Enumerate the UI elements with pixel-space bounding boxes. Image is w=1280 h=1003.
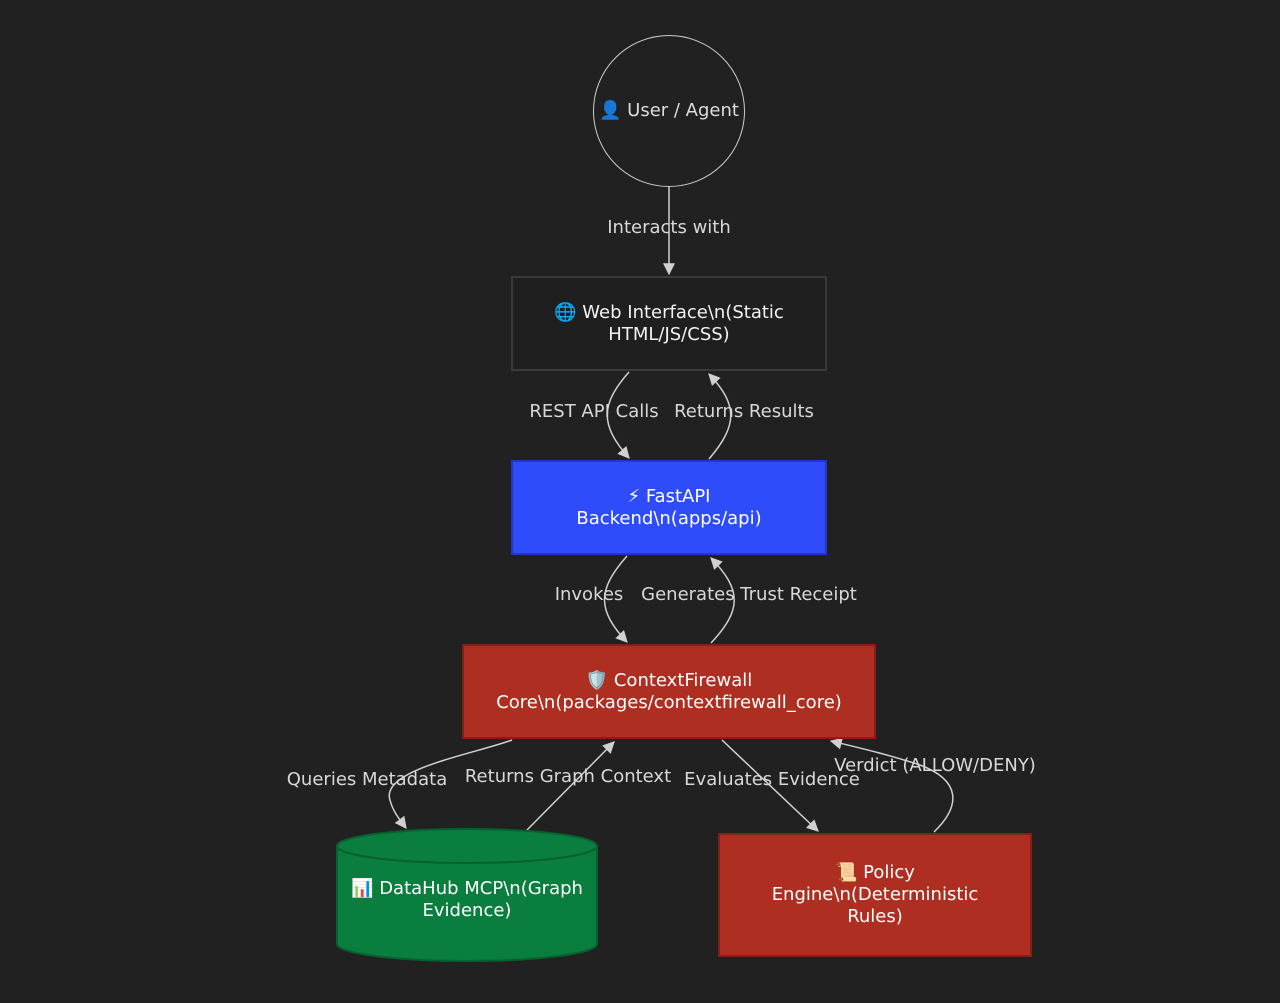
web-interface-label: 🌐 Web Interface\n(Static HTML/JS/CSS) [554,301,784,345]
policy-engine-label: 📜 Policy Engine\n(Deterministic Rules) [771,862,979,927]
edge-graph-context [526,741,615,831]
contextfirewall-core-label: 🛡️ ContextFirewall Core\n(packages/conte… [496,669,842,713]
contextfirewall-core-node: 🛡️ ContextFirewall Core\n(packages/conte… [462,644,876,739]
edge-label-invokes: Invokes [554,584,624,605]
edge-label-graph-context: Returns Graph Context [464,766,672,787]
fastapi-backend-label: ⚡ FastAPI Backend\n(apps/api) [576,485,762,529]
edge-queries [388,739,513,829]
edge-label-interacts: Interacts with [607,217,731,238]
edge-label-rest-api: REST API Calls [529,401,659,422]
edge-returns-results [708,373,732,460]
web-interface-node: 🌐 Web Interface\n(Static HTML/JS/CSS) [511,276,827,371]
edge-label-returns-results: Returns Results [674,401,814,422]
policy-engine-node: 📜 Policy Engine\n(Deterministic Rules) [718,833,1032,957]
cylinder-shape [336,828,598,962]
edge-invokes [603,555,628,643]
fastapi-backend-node: ⚡ FastAPI Backend\n(apps/api) [511,460,827,555]
datahub-mcp-label: 📊 DataHub MCP\n(Graph Evidence) [351,878,583,921]
edge-label-verdict: Verdict (ALLOW/DENY) [834,755,1036,776]
edge-label-evaluates: Evaluates Evidence [684,769,860,790]
user-agent-node: 👤 User / Agent [593,35,745,187]
edge-label-queries: Queries Metadata [286,769,448,790]
edge-evaluates [721,739,819,832]
edge-trust-receipt [710,557,735,644]
user-agent-label: 👤 User / Agent [599,100,739,121]
edge-verdict [829,737,954,833]
edge-rest-api [606,371,630,459]
edge-label-trust-receipt: Generates Trust Receipt [641,584,857,605]
datahub-mcp-node: 📊 DataHub MCP\n(Graph Evidence) [336,828,598,962]
